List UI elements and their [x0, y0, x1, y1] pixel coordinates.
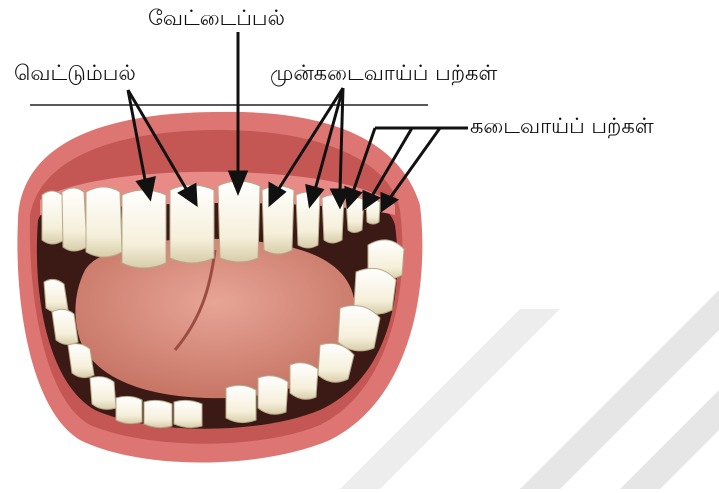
molar-label: கடைவாய்ப் பற்கள் [470, 116, 654, 137]
canine-label: வேட்டைப்பல் [148, 8, 285, 29]
premolar-label: முன்கடைவாய்ப் பற்கள் [270, 63, 497, 84]
incisor-label: வெட்டும்பல் [14, 63, 136, 84]
incisor-tooth [122, 190, 166, 268]
